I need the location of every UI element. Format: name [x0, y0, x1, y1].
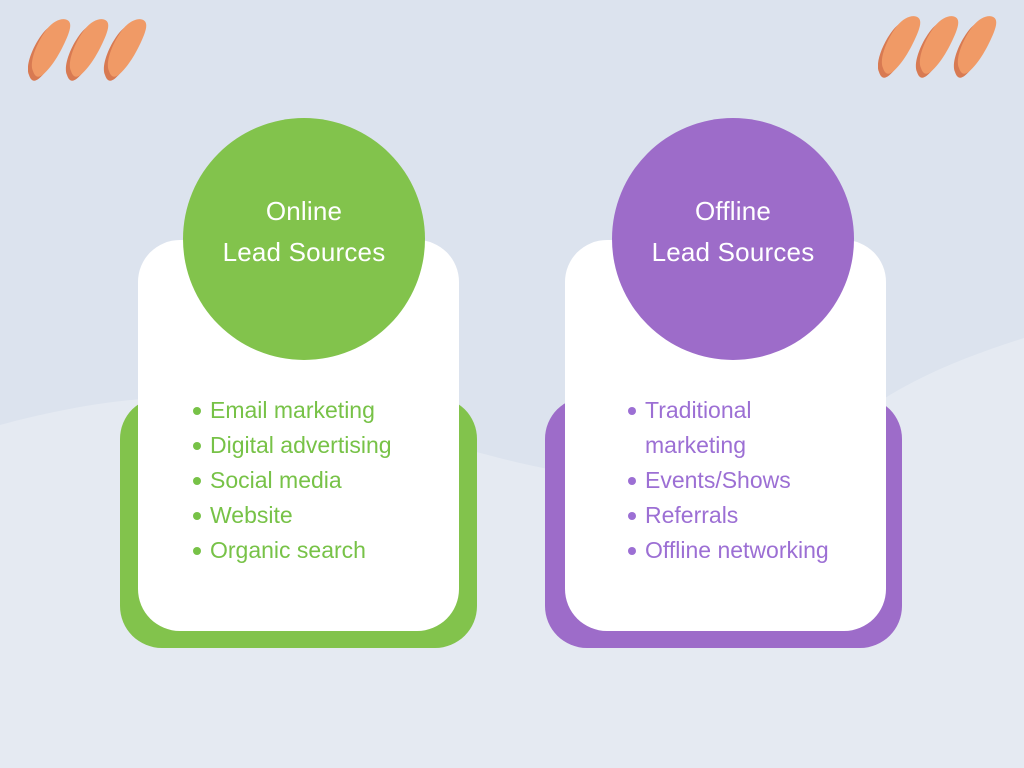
circle-title-line1: Offline [694, 196, 772, 226]
list-item: Digital advertising [193, 428, 428, 463]
list-item: Events/Shows [628, 463, 836, 498]
offline-circle-badge: Offline Lead Sources [612, 118, 854, 360]
triple-slash-right-icon [878, 16, 997, 78]
list-item: Offline networking [628, 533, 836, 568]
list-item: Referrals [628, 498, 836, 533]
circle-title-line2: Lead Sources [651, 237, 815, 267]
online-circle-badge: Online Lead Sources [183, 118, 425, 360]
list-item: Traditional marketing [628, 393, 836, 463]
online-sources-list: Email marketing Digital advertising Soci… [193, 393, 428, 568]
offline-circle-title: Offline Lead Sources [652, 191, 815, 273]
offline-sources-list: Traditional marketing Events/Shows Refer… [628, 393, 836, 568]
list-item: Email marketing [193, 393, 428, 428]
triple-slash-left-icon [28, 19, 147, 81]
list-item: Organic search [193, 533, 428, 568]
circle-title-line1: Online [265, 196, 343, 226]
circle-title-line2: Lead Sources [222, 237, 386, 267]
online-circle-title: Online Lead Sources [223, 191, 386, 273]
list-item: Social media [193, 463, 428, 498]
list-item: Website [193, 498, 428, 533]
